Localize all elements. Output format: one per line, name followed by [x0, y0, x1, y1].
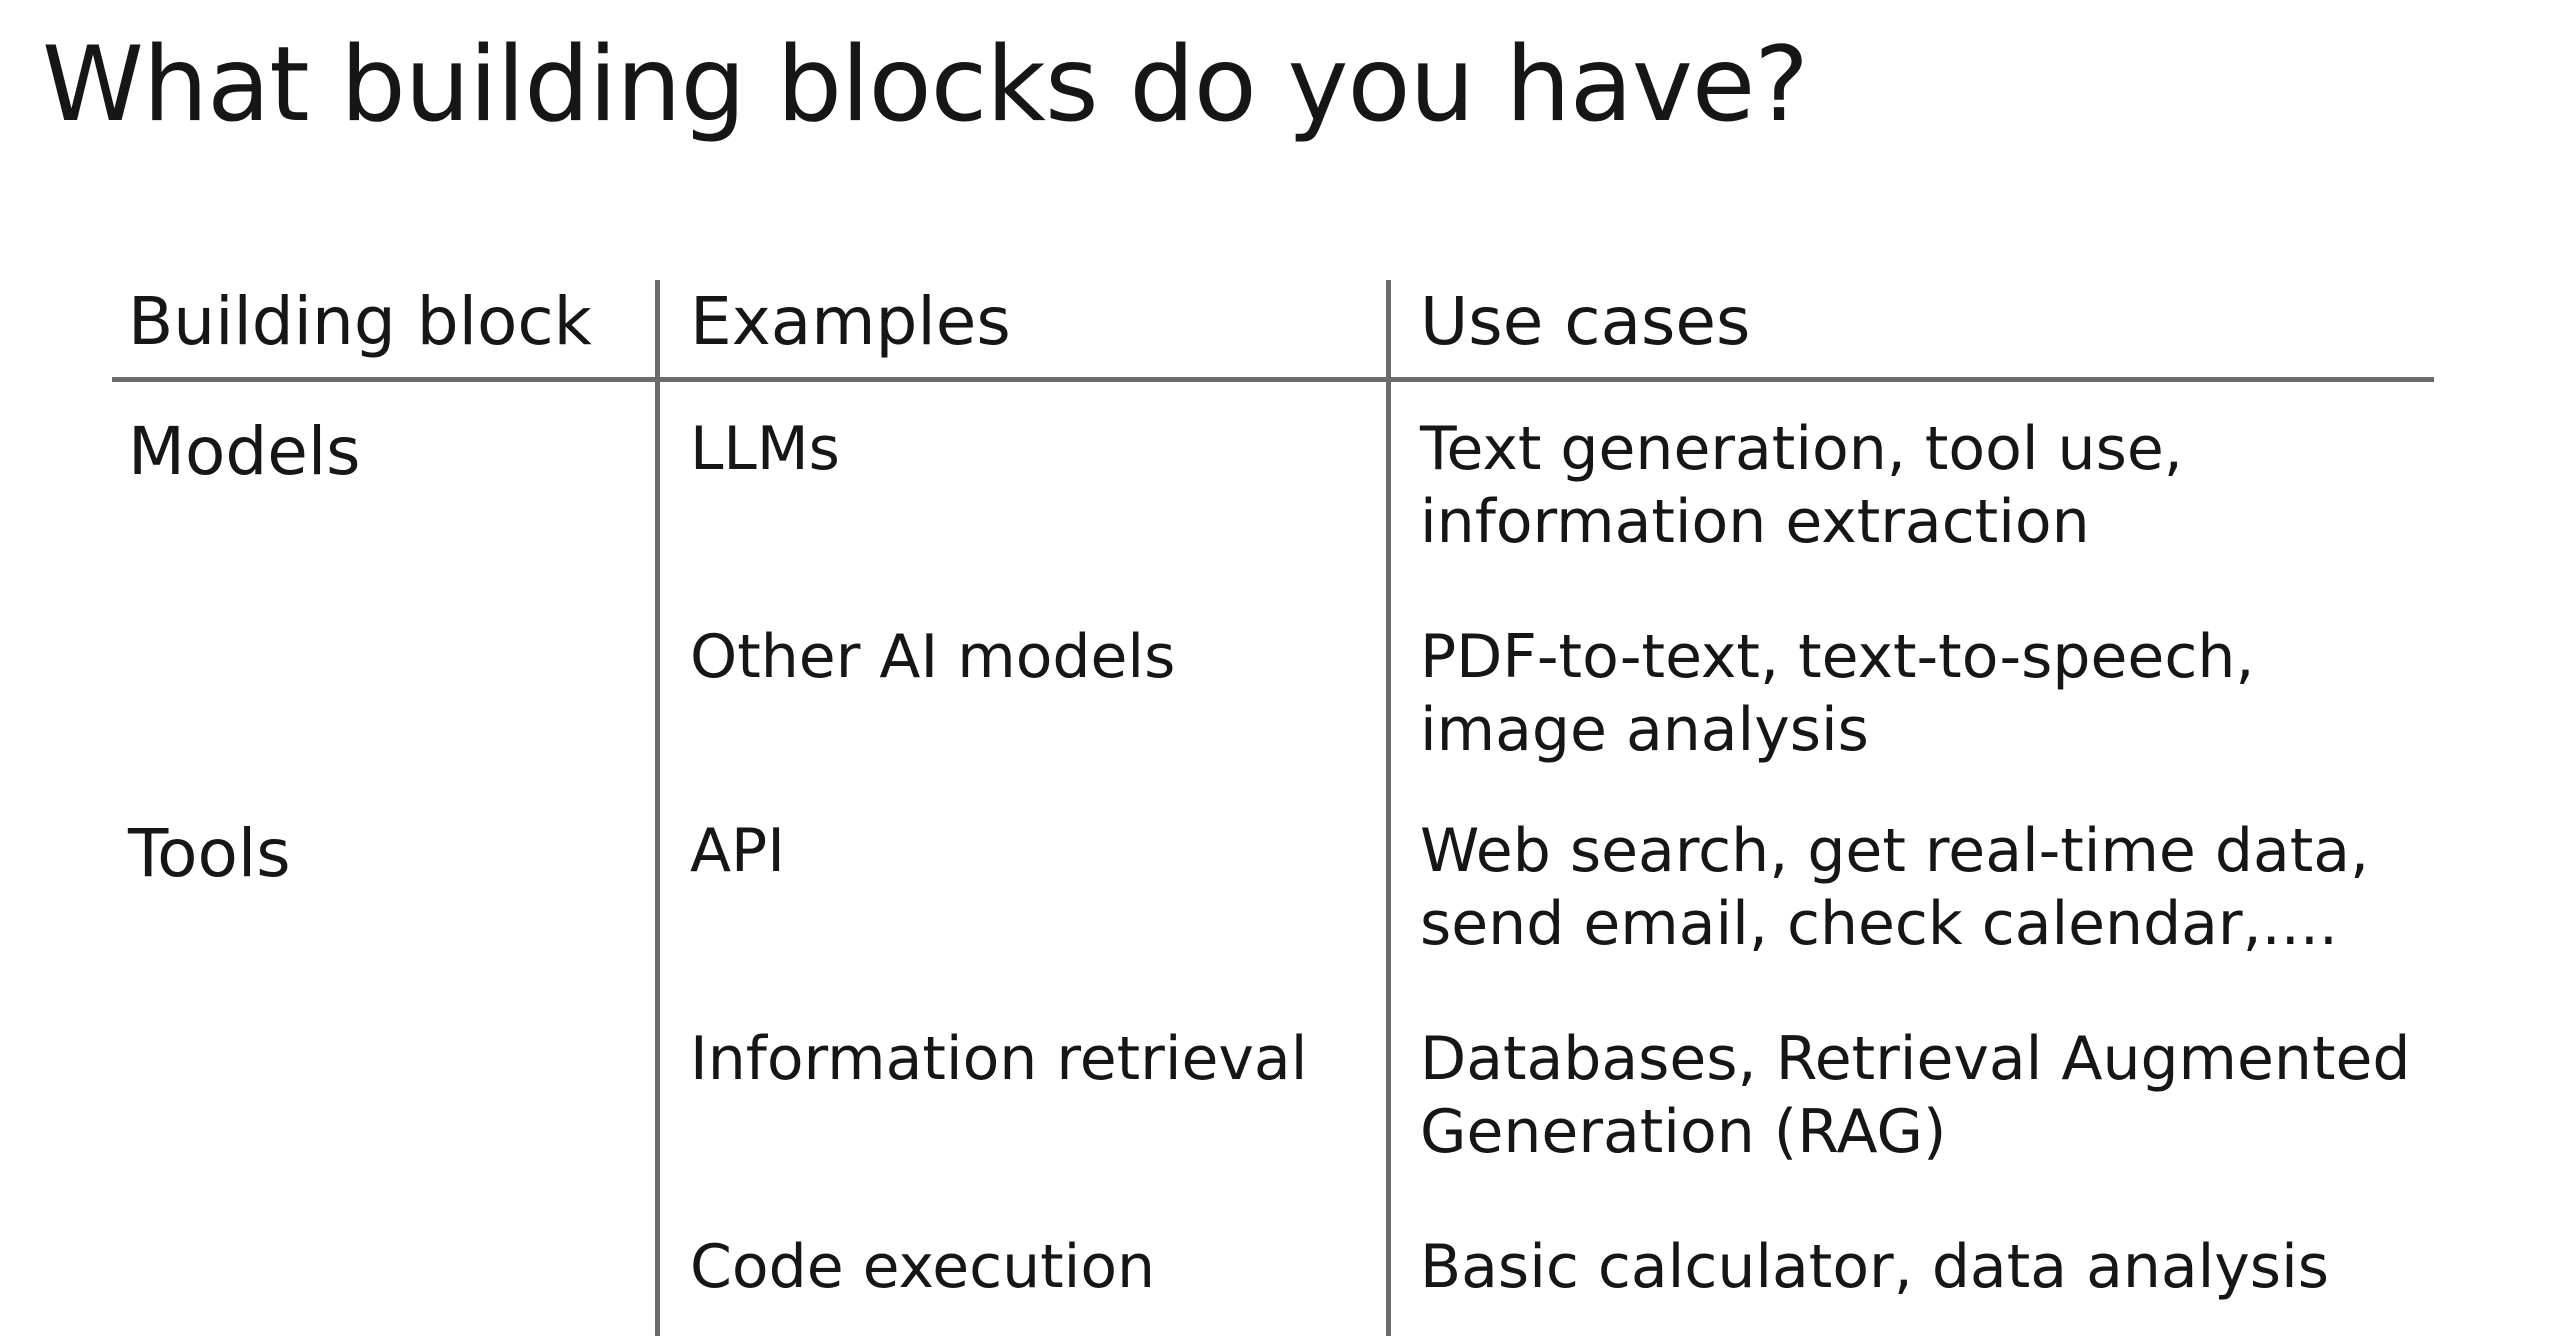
header-divider: [112, 377, 2434, 382]
example-code-execution: Code execution: [690, 1232, 1156, 1302]
use-case-line: image analysis: [1420, 695, 1869, 765]
column-divider-2: [1386, 280, 1391, 1336]
use-case-line: Generation (RAG): [1420, 1097, 1947, 1167]
header-use-cases: Use cases: [1420, 283, 1751, 360]
use-case-line: Basic calculator, data analysis: [1420, 1232, 2329, 1302]
header-examples: Examples: [690, 283, 1011, 360]
example-other-ai-models: Other AI models: [690, 622, 1176, 692]
block-models: Models: [128, 413, 361, 490]
use-case-line: Web search, get real-time data,: [1420, 816, 2370, 886]
block-tools: Tools: [128, 815, 291, 892]
use-case-line: Databases, Retrieval Augmented: [1420, 1024, 2411, 1094]
example-api: API: [690, 816, 785, 886]
header-building-block: Building block: [128, 283, 592, 360]
use-case-line: information extraction: [1420, 487, 2090, 557]
example-llms: LLMs: [690, 414, 840, 484]
page-title: What building blocks do you have?: [42, 25, 1809, 145]
use-case-line: send email, check calendar,....: [1420, 889, 2338, 959]
use-case-line: Text generation, tool use,: [1420, 414, 2183, 484]
use-case-line: PDF-to-text, text-to-speech,: [1420, 622, 2255, 692]
column-divider-1: [655, 280, 660, 1336]
building-blocks-table: Building block Examples Use cases Models…: [112, 280, 2434, 1338]
example-information-retrieval: Information retrieval: [690, 1024, 1308, 1094]
